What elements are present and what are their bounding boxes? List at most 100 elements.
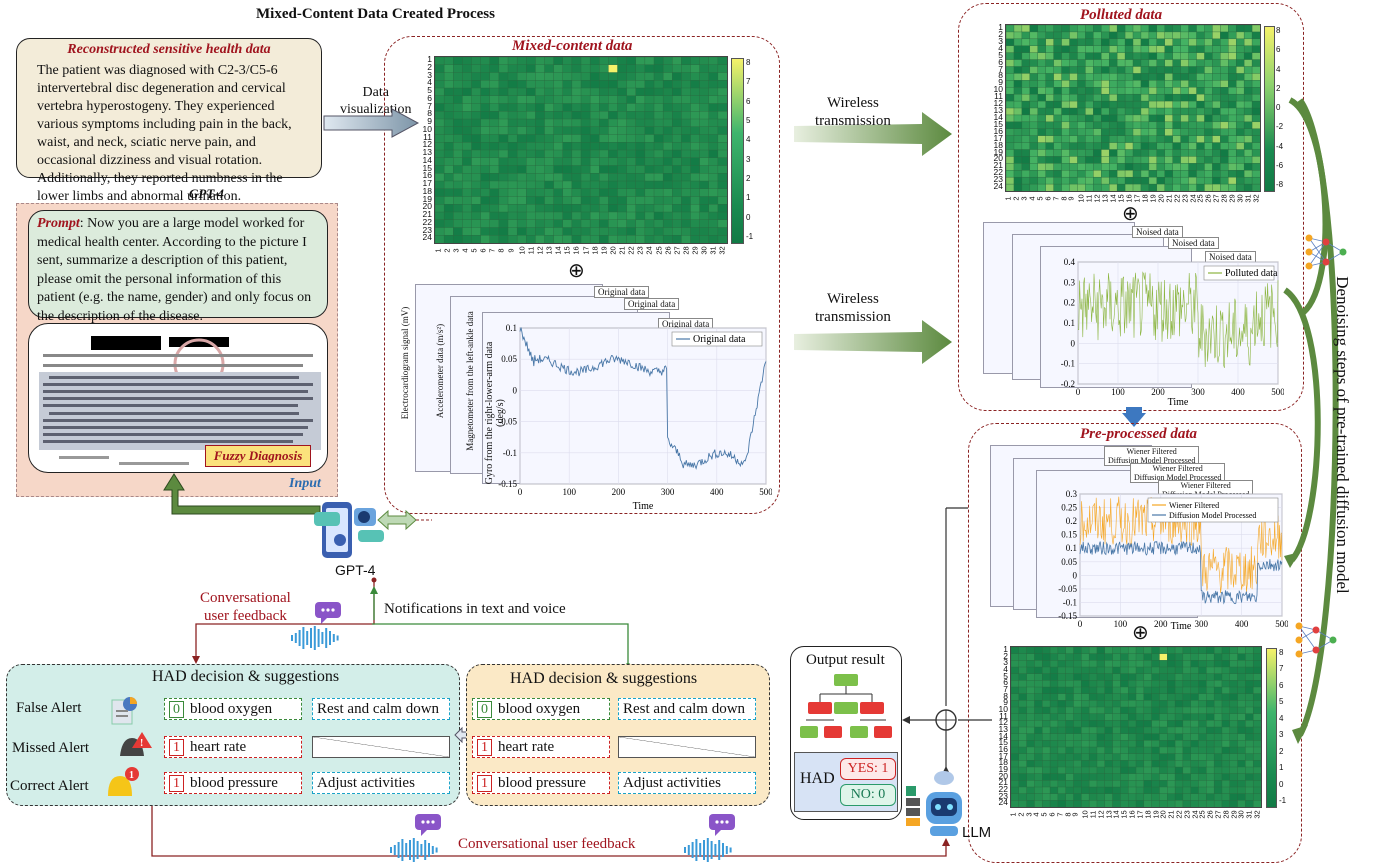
heatmap-cell [1148,100,1158,109]
row-label: 22 [998,784,1008,794]
heatmap-cell [708,56,719,66]
heatmap-cell [462,211,473,221]
heatmap-cell [1148,163,1158,171]
heatmap-cell [708,219,719,229]
heatmap-cell [617,56,628,66]
heatmap-cell [1088,700,1098,708]
heatmap-cell [1198,780,1207,788]
heatmap-cell [1190,693,1200,701]
heatmap-cell [1093,100,1102,109]
heatmap-cell [1237,720,1246,728]
heatmap-cell [1010,740,1020,748]
heatmap-cell [480,196,491,205]
heatmap-cell [1228,87,1237,95]
heatmap-cell [1042,720,1051,728]
heatmap-cell [1229,686,1239,695]
heatmap-cell [489,142,500,151]
heatmap-cell [1252,753,1262,761]
heatmap-cell [626,157,637,167]
heatmap-cell [1151,680,1160,688]
heatmap-cell [1124,52,1134,61]
heatmap-cell [1252,760,1262,768]
heatmap-cell [1220,135,1229,144]
heatmap-cell [434,188,445,198]
heatmap-cell [644,196,655,205]
heatmap-cell [562,134,573,143]
heatmap-cell [608,126,619,136]
heatmap-cell [1167,753,1176,761]
heatmap-cell [1021,170,1031,178]
heatmap-cell [626,142,637,151]
heatmap-cell [480,111,491,120]
heatmap-cell [1174,666,1184,675]
heatmap-cell [1127,653,1137,661]
heatmap-cell [471,80,482,89]
heatmap-cell [1243,170,1253,178]
heatmap-cell [1088,653,1098,661]
heatmap-cell [1034,793,1043,801]
heatmap-cell [672,72,682,81]
row-label: 1 [427,54,432,64]
heatmap-cell [562,219,573,229]
heatmap-cell [1021,93,1031,102]
heatmap-cell [662,188,673,198]
heatmap-cell [1148,156,1158,164]
heatmap-cell [1057,686,1067,695]
x-tick-label: 400 [1231,387,1245,397]
colorbar-tick: 6 [746,96,751,106]
heatmap-cell [1190,666,1200,675]
heatmap-cell [1081,680,1090,688]
heatmap-cell [699,64,710,74]
heatmap-cell [1077,121,1086,130]
heatmap-cell [1204,121,1213,130]
heatmap-cell [1013,183,1023,192]
heatmap-cell [1143,760,1153,768]
heatmap-cell [1057,646,1067,655]
heatmap-cell [1172,128,1182,137]
heatmap-cell [1026,793,1035,801]
heatmap-cell [1174,673,1184,681]
col-label: 9 [1067,196,1077,201]
heatmap-cell [1167,780,1176,788]
heatmap-cell [1005,87,1015,95]
heatmap-cell [1073,666,1082,675]
heatmap-cell [1196,93,1205,102]
heatmap-cell [1159,793,1168,801]
row-label: 23 [422,224,432,235]
heatmap-cell [489,165,500,174]
had-flag: 1 [169,739,184,756]
heatmap-cell [571,188,582,198]
heatmap-cell [1042,646,1051,655]
heatmap-cell [608,196,619,205]
heatmap-cell [617,227,628,236]
heatmap-cell [1096,680,1106,688]
heatmap-cell [1188,107,1198,116]
heatmap-cell [535,56,546,66]
heatmap-cell [717,180,728,190]
heatmap-cell [1018,720,1028,728]
heatmap-cell [507,204,518,213]
heatmap-cell [662,235,673,244]
heatmap-cell [489,204,500,213]
row-label: 22 [422,216,432,227]
heatmap-cell [571,196,582,205]
heatmap-cell [653,180,664,190]
heatmap-cell [562,72,573,81]
heatmap-cell [1021,59,1031,67]
row-label: 13 [993,105,1003,115]
heatmap-cell [1135,753,1145,761]
heatmap-cell [1252,740,1262,748]
heatmap-cell [599,56,609,66]
heatmap-cell [662,157,673,167]
heatmap-cell [553,149,564,159]
colorbar-tick: -6 [1276,160,1284,170]
col-label: 5 [469,248,479,253]
heatmap-cell [1065,713,1075,721]
heatmap-cell [1026,733,1035,741]
heatmap-cell [662,72,673,81]
heatmap-cell [489,56,500,66]
heatmap-cell [489,211,500,221]
heatmap-cell [1096,733,1106,741]
